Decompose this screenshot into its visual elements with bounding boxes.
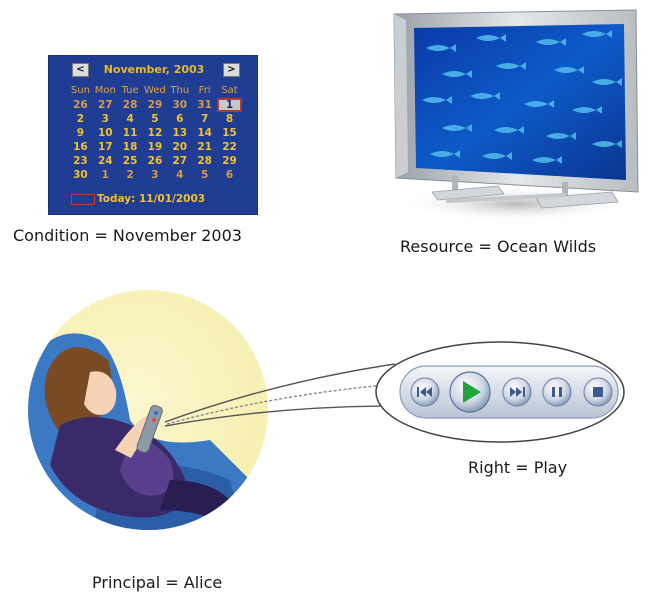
calendar-day[interactable]: 5 xyxy=(151,113,159,125)
calendar-day[interactable]: 27 xyxy=(172,155,188,167)
calendar-day[interactable]: 1 xyxy=(101,169,109,181)
calendar-day[interactable]: 8 xyxy=(225,113,234,125)
weekday-label: Mon xyxy=(94,85,116,96)
weekday-label: Thu xyxy=(170,85,190,96)
calendar-month-title: November, 2003 xyxy=(103,63,205,76)
calendar-day[interactable]: 16 xyxy=(73,141,88,153)
calendar-day[interactable]: 29 xyxy=(147,99,163,111)
weekday-row: Sun Mon Tue Wed Thu Fri Sat xyxy=(68,84,242,98)
calendar-week-row: 23 24 25 26 27 28 29 xyxy=(68,154,242,168)
next-icon xyxy=(510,387,525,397)
signal-beam xyxy=(164,363,398,427)
calendar-prev-button[interactable]: < xyxy=(72,63,89,77)
calendar-day[interactable]: 28 xyxy=(197,155,212,167)
face xyxy=(84,371,117,415)
alice-illustration xyxy=(28,290,268,530)
calendar-header: < November, 2003 > xyxy=(49,62,257,80)
stop-button[interactable] xyxy=(583,377,613,407)
weekday-label: Sat xyxy=(221,85,238,96)
calendar-day[interactable]: 19 xyxy=(147,141,163,153)
calendar-day[interactable]: 30 xyxy=(73,169,88,181)
calendar-day[interactable]: 14 xyxy=(197,127,212,139)
calendar-day[interactable]: 4 xyxy=(126,113,134,125)
calendar-day[interactable]: 29 xyxy=(222,155,237,167)
calendar-day[interactable]: 4 xyxy=(176,169,184,181)
calendar-day[interactable]: 3 xyxy=(151,169,159,181)
calendar-day[interactable]: 10 xyxy=(97,127,113,139)
calendar-day[interactable]: 11 xyxy=(122,127,138,139)
calendar-day[interactable]: 27 xyxy=(97,99,113,111)
weekday-label: Sun xyxy=(70,85,90,96)
calendar-day[interactable]: 2 xyxy=(76,113,85,125)
today-link[interactable]: Today: 11/01/2003 xyxy=(97,193,206,205)
calendar-day[interactable]: 24 xyxy=(97,155,113,167)
previous-icon xyxy=(417,387,432,397)
weekday-label: Fri xyxy=(198,85,211,96)
weekday-label: Wed xyxy=(144,85,166,96)
principal-caption: Principal = Alice xyxy=(92,573,223,592)
calendar-grid: Sun Mon Tue Wed Thu Fri Sat 26 27 28 29 … xyxy=(68,84,242,182)
calendar-week-row: 16 17 18 19 20 21 22 xyxy=(68,140,242,154)
calendar-day[interactable]: 17 xyxy=(97,141,113,153)
calendar-day[interactable]: 3 xyxy=(101,113,109,125)
calendar-week-row: 30 1 2 3 4 5 6 xyxy=(68,168,242,182)
calendar-day[interactable]: 18 xyxy=(122,141,138,153)
resource-caption: Resource = Ocean Wilds xyxy=(400,237,597,256)
calendar-day[interactable]: 28 xyxy=(122,99,138,111)
calendar-day[interactable]: 5 xyxy=(200,169,209,181)
calendar-widget: < November, 2003 > Sun Mon Tue Wed Thu F… xyxy=(48,55,258,215)
today-marker xyxy=(71,194,95,205)
calendar-day[interactable]: 12 xyxy=(147,127,163,139)
flat-screen-tv xyxy=(393,9,639,222)
calendar-day[interactable]: 7 xyxy=(200,113,209,125)
calendar-day[interactable]: 23 xyxy=(73,155,88,167)
calendar-week-row: 9 10 11 12 13 14 15 xyxy=(68,126,242,140)
calendar-day[interactable]: 6 xyxy=(176,113,184,125)
calendar-day[interactable]: 30 xyxy=(172,99,188,111)
remote-control-icon xyxy=(136,404,163,453)
calendar-day[interactable]: 2 xyxy=(126,169,134,181)
calendar-day[interactable]: 21 xyxy=(197,141,212,153)
calendar-day[interactable]: 9 xyxy=(76,127,85,139)
calendar-day[interactable]: 31 xyxy=(197,99,212,111)
pause-icon xyxy=(552,387,562,397)
tv-stand xyxy=(431,176,619,209)
right-caption: Right = Play xyxy=(468,458,568,477)
viewer-scene xyxy=(28,290,625,530)
previous-button[interactable] xyxy=(410,377,440,407)
calendar-day[interactable]: 26 xyxy=(147,155,163,167)
calendar-day[interactable]: 13 xyxy=(172,127,188,139)
calendar-day[interactable]: 25 xyxy=(122,155,138,167)
tv-screen xyxy=(414,24,626,180)
media-player xyxy=(399,365,619,419)
pause-button[interactable] xyxy=(542,377,572,407)
next-button[interactable] xyxy=(502,377,532,407)
tv-shadow xyxy=(398,186,634,222)
play-button[interactable] xyxy=(449,371,491,413)
fish-school-image xyxy=(422,30,622,164)
calendar-next-button[interactable]: > xyxy=(223,63,240,77)
calendar-week-row: 26 27 28 29 30 31 1 xyxy=(68,98,242,112)
stop-icon xyxy=(593,387,603,397)
calendar-day-selected[interactable]: 1 xyxy=(217,98,242,112)
calendar-day[interactable]: 6 xyxy=(225,169,234,181)
calendar-day[interactable]: 15 xyxy=(222,127,237,139)
play-icon xyxy=(463,381,481,403)
condition-caption: Condition = November 2003 xyxy=(13,226,242,245)
calendar-day[interactable]: 26 xyxy=(73,99,88,111)
calendar-week-row: 2 3 4 5 6 7 8 xyxy=(68,112,242,126)
weekday-label: Tue xyxy=(121,85,139,96)
calendar-day[interactable]: 22 xyxy=(222,141,237,153)
calendar-day[interactable]: 20 xyxy=(172,141,188,153)
tv-frame-side xyxy=(394,14,408,178)
